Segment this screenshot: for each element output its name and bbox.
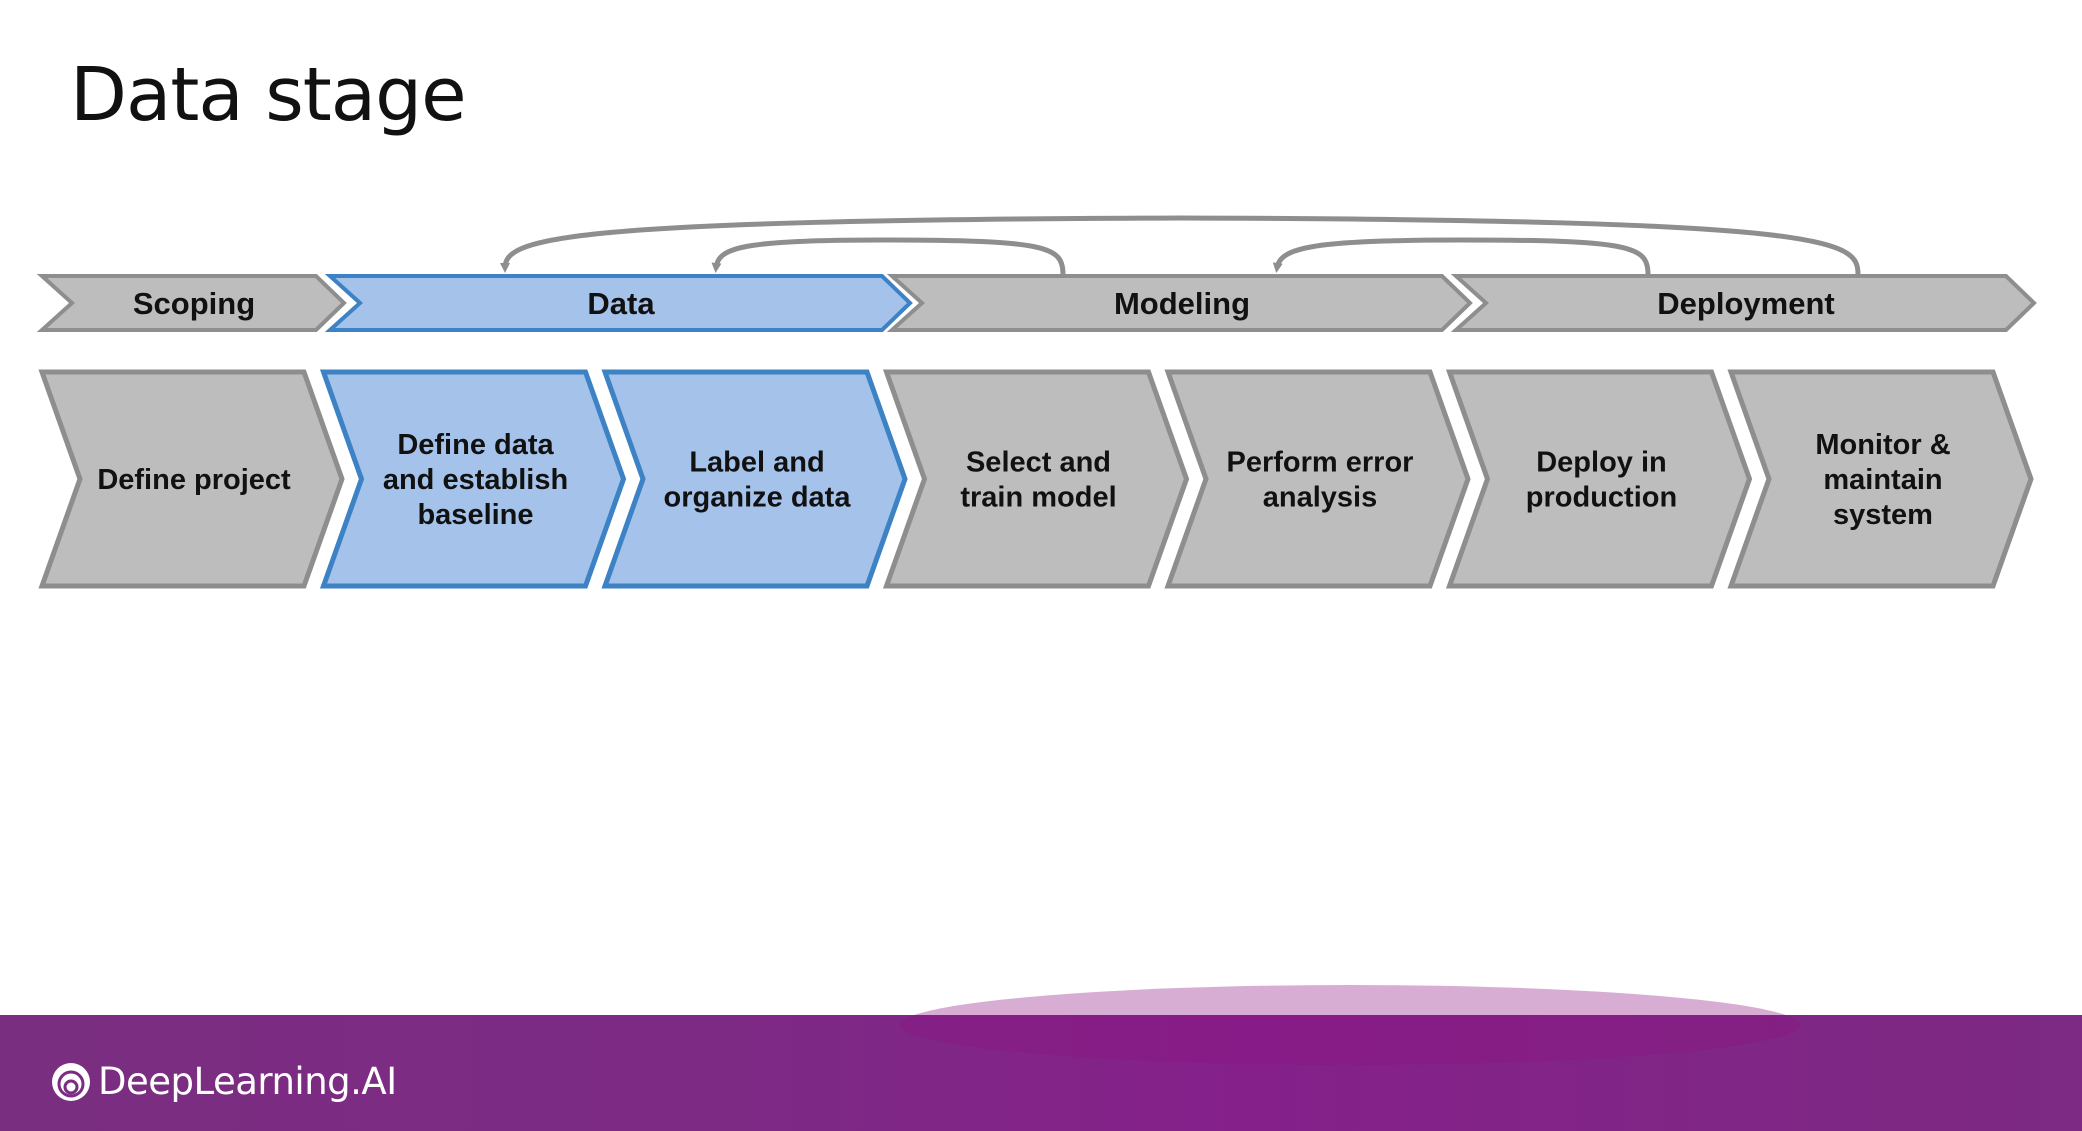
phase-modeling: Modeling xyxy=(886,274,1473,332)
step-label-line: system xyxy=(1833,499,1933,531)
footer-glow xyxy=(900,985,1800,1065)
phase-label: Data xyxy=(587,286,655,321)
phase-deployment: Deployment xyxy=(1450,274,2037,332)
step-define-project: Define project xyxy=(38,369,345,589)
step-label-line: production xyxy=(1526,482,1677,514)
step-label-line: Define data xyxy=(397,429,554,461)
step-shape xyxy=(882,369,1190,589)
slide-title: Data stage xyxy=(70,52,467,138)
phase-shape xyxy=(36,274,347,332)
feedback-arrows xyxy=(500,215,1861,275)
step-shape xyxy=(1445,369,1753,589)
step-shape xyxy=(38,369,345,589)
phase-bar: Scoping Data Modeling Deployment xyxy=(36,274,2037,332)
step-label-line: Select and xyxy=(966,447,1111,479)
step-label-line: Monitor & xyxy=(1815,429,1950,461)
step-label-line: and establish xyxy=(383,464,568,496)
arrow-deployment-to-modeling xyxy=(1272,237,1651,275)
deeplearning-logo-icon xyxy=(52,1062,90,1101)
step-label-line: baseline xyxy=(417,499,533,531)
arrow-deployment-to-data xyxy=(500,215,1861,275)
phase-shape xyxy=(886,274,1473,332)
step-label-line: train model xyxy=(960,482,1116,514)
arrow-modeling-to-data xyxy=(711,237,1066,275)
step-label-line: analysis xyxy=(1263,482,1377,514)
step-label-line: organize data xyxy=(664,482,852,514)
step-label-line: Perform error xyxy=(1227,447,1414,479)
step-shape xyxy=(1164,369,1471,589)
step-label-line: Label and xyxy=(689,447,824,479)
step-shape xyxy=(601,369,908,589)
footer-bar xyxy=(0,985,2082,1131)
step-label-line: Define project xyxy=(97,464,291,496)
phase-shape xyxy=(324,274,913,332)
phase-scoping: Scoping xyxy=(36,274,347,332)
step-shape xyxy=(319,369,627,589)
brand-logo: DeepLearning.AI xyxy=(50,1060,397,1103)
ml-lifecycle-diagram: Scoping Data Modeling Deployment Define pro… xyxy=(36,215,2037,589)
step-label-line: maintain xyxy=(1823,464,1942,496)
phase-label: Deployment xyxy=(1657,286,1834,321)
step-shape xyxy=(1727,369,2034,589)
phase-shape xyxy=(1450,274,2037,332)
step-label-line: Deploy in xyxy=(1536,447,1667,479)
phase-label: Modeling xyxy=(1114,286,1250,321)
brand-name: DeepLearning.AI xyxy=(98,1060,397,1103)
phase-data: Data xyxy=(324,274,913,332)
phase-label: Scoping xyxy=(133,286,255,321)
